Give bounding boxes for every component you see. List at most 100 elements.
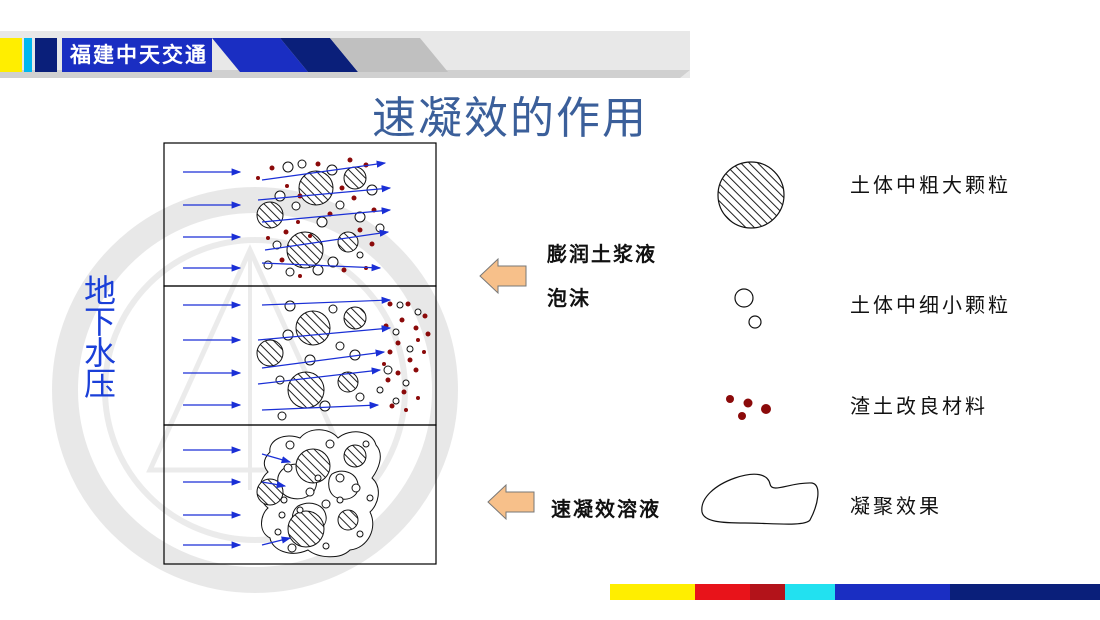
coarse-particle xyxy=(343,306,367,330)
fine-particle xyxy=(297,159,307,169)
flow-arrow xyxy=(261,262,382,272)
fine-particle xyxy=(278,511,286,519)
conditioner-dot xyxy=(308,234,312,238)
fine-particle xyxy=(272,240,282,250)
foam-label-line2: 泡沫 xyxy=(547,286,591,310)
flow-arrow xyxy=(261,481,287,489)
legend-small-particle-label: 土体中细小颗粒 xyxy=(850,293,1011,317)
fine-particle xyxy=(376,386,384,394)
fine-particle xyxy=(362,440,370,448)
fine-particle xyxy=(392,397,400,405)
flow-arrow xyxy=(257,325,392,341)
footer-color-bar xyxy=(610,584,1100,600)
fine-particle xyxy=(336,496,344,504)
groundwater-pressure-label: 地下水压 xyxy=(80,275,120,400)
watermark-logo xyxy=(52,187,458,593)
fine-particle xyxy=(328,304,338,314)
fine-particle xyxy=(335,341,345,351)
fine-particle xyxy=(375,223,385,233)
fine-particle xyxy=(277,411,287,421)
conditioner-dot xyxy=(266,236,270,240)
conditioner-dot xyxy=(347,157,353,163)
fine-particle xyxy=(366,494,374,502)
panel-bottom xyxy=(163,424,437,565)
fine-particle xyxy=(316,216,328,228)
conditioner-dot xyxy=(399,317,405,323)
brand-name: 福建中天交通 xyxy=(70,43,208,67)
fine-particle xyxy=(285,267,295,277)
foam-label-line1: 膨润土浆液 xyxy=(547,242,657,266)
flow-arrow xyxy=(261,207,392,223)
coarse-particle xyxy=(287,510,325,548)
fine-particle xyxy=(282,329,294,341)
header-band xyxy=(0,31,690,78)
page-title: 速凝效的作用 xyxy=(372,93,648,144)
flow-arrow xyxy=(257,367,382,385)
fine-particle xyxy=(335,200,345,210)
conditioner-dot xyxy=(407,357,413,363)
coarse-particle xyxy=(343,444,367,468)
fine-particle xyxy=(274,528,282,536)
fine-particle xyxy=(354,211,366,223)
fine-particle xyxy=(284,300,296,312)
fine-particle xyxy=(275,375,285,385)
fine-particle xyxy=(321,499,331,509)
coarse-particle xyxy=(256,339,284,367)
fine-particle xyxy=(402,379,410,387)
coarse-particle xyxy=(256,201,284,229)
diagram-panels xyxy=(163,142,437,565)
fine-particle xyxy=(282,161,294,173)
conditioner-dot xyxy=(401,389,407,395)
conditioner-dot xyxy=(351,195,357,201)
conditioner-dots-icon xyxy=(726,395,771,420)
conditioner-dot xyxy=(425,331,431,337)
conditioner-dot xyxy=(369,241,375,247)
legend-coagulation-label: 凝聚效果 xyxy=(850,494,942,518)
conditioner-dot xyxy=(269,165,275,171)
flow-arrow xyxy=(257,185,392,201)
fine-particle xyxy=(304,354,316,366)
fine-particle xyxy=(325,439,335,449)
conditioner-dot xyxy=(405,301,411,307)
coarse-particle xyxy=(295,310,331,346)
conditioner-dot xyxy=(389,403,395,409)
conditioner-dot xyxy=(339,185,345,191)
fine-particle xyxy=(274,190,286,202)
foam-arrow xyxy=(479,257,527,295)
fine-particle xyxy=(327,256,339,268)
flow-arrow xyxy=(261,349,386,369)
fine-particle xyxy=(406,345,414,353)
fine-particle xyxy=(383,365,393,375)
small-particle-icon xyxy=(734,288,762,329)
fine-particle xyxy=(280,496,288,504)
fine-particle xyxy=(392,328,400,336)
coarse-particle xyxy=(337,371,359,393)
conditioner-dot xyxy=(395,340,401,346)
fine-particle xyxy=(305,487,315,497)
large-particle-icon xyxy=(717,161,785,229)
flow-arrow xyxy=(261,401,380,411)
coarse-particle xyxy=(298,170,334,206)
conditioner-dot xyxy=(416,396,420,400)
flow-arrow xyxy=(261,296,392,306)
side-label-text: 地下水压 xyxy=(83,272,116,403)
conditioner-dot xyxy=(285,184,289,188)
conditioner-dot xyxy=(315,161,321,167)
conditioner-dot xyxy=(279,257,285,263)
coarse-particle xyxy=(337,509,359,531)
conditioner-dot xyxy=(357,227,363,233)
conditioner-dot xyxy=(416,338,420,342)
conditioner-dot xyxy=(422,313,428,319)
fine-particle xyxy=(356,251,364,259)
conditioner-dot xyxy=(422,350,426,354)
coagulation-outline-icon xyxy=(701,473,819,525)
legend-large-particle-label: 土体中粗大颗粒 xyxy=(850,173,1011,197)
conditioner-dot xyxy=(387,349,393,355)
coarse-particle xyxy=(295,448,331,484)
conditioner-dot xyxy=(395,370,401,376)
fine-particle xyxy=(351,483,361,493)
coarse-particle xyxy=(343,166,367,190)
flow-arrow xyxy=(264,229,390,251)
conditioner-dot xyxy=(413,367,419,373)
